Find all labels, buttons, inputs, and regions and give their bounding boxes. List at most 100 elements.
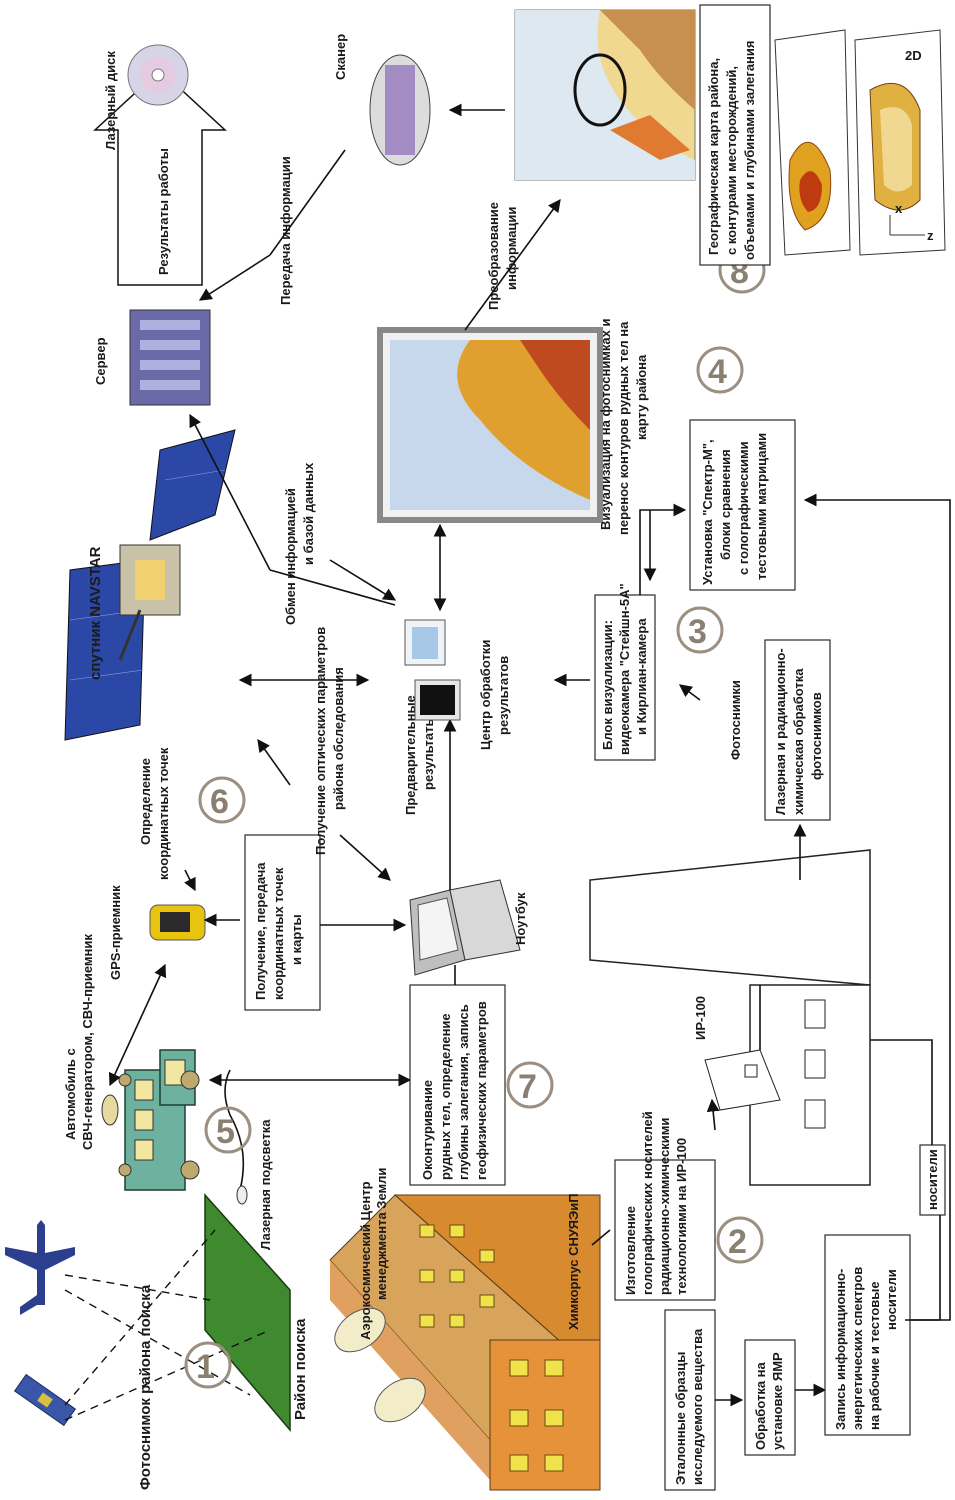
search-area-label: Район поиска [292,1318,309,1420]
spektr-line4: тестовыми матрицами [754,433,769,580]
geo-map-box [699,4,771,266]
write-spectra-box [824,1234,911,1436]
laser-line2: химическая обработка [791,668,806,815]
notebook-icon [409,879,521,976]
ore-body-illustration: 2D x z [774,29,946,256]
photos-label: Фотоснимки [728,680,743,760]
carriers-box [919,1144,946,1216]
ymr-line2: установке ЯМР [770,1352,785,1450]
visual-line3: и Кирлиан-камера [634,618,649,735]
geo-line3: объемами и глубинами залегания [742,41,757,260]
reference-line1: Эталонные образцы [673,1352,688,1485]
scanner-label: Сканер [333,34,348,80]
transform-info-line2: информации [504,207,519,290]
server-icon [129,309,211,406]
ir100-label: ИР-100 [693,996,708,1040]
step-6-number: 6 [210,783,229,821]
step-1-number: 1 [196,1348,215,1386]
results-label: Результаты работы [156,148,171,275]
small-satellite-icon [13,1373,77,1427]
geo-line1: Географическая карта района, [706,58,721,255]
axis-z-label: z [927,228,934,243]
step-5-number: 5 [216,1113,235,1151]
search-area-plot [204,1193,291,1433]
coord-define-line2: координатных точек [156,747,171,880]
write-line2: энергетических спектров [850,1267,865,1430]
aerospace-center-group: Аэрокосмический Центр менеджмента Земли … [329,1168,611,1491]
contouring-line4: геофизических параметров [474,1001,489,1180]
notebook-label: Ноутбук [513,892,528,945]
step-3-circle [676,606,724,654]
laser-line1: Лазерная и радиационно- [773,648,788,815]
laser-disk-label: Лазерный диск [103,51,118,150]
spektr-line2: блоки сравнения [718,449,733,560]
search-area-group: Район поиска 1 Фотоснимок района поиска … [5,1069,309,1490]
contouring-group: Оконтуривание рудных тел, определение гл… [409,984,554,1186]
coord-line2: координатных точек [271,867,286,1000]
contouring-box [409,984,506,1186]
processing-center-line2: результатов [496,656,511,735]
contouring-line1: Оконтуривание [420,1080,435,1180]
holo-line1: Изготовление [623,1206,638,1295]
step-5-circle [204,1106,252,1154]
visual-block-box [594,594,656,761]
results-arrow: Результаты работы [93,68,227,286]
coord-define-line1: Определение [138,758,153,845]
optical-params-line2: района обследования [331,667,346,810]
satellite-group: 6 Определение координатных точек спутник… [64,429,391,892]
coord-line3: и карты [289,914,304,965]
contouring-line2: рудных тел, определение [438,1013,453,1180]
step-7-circle [506,1061,554,1109]
step-6-circle [198,776,246,824]
step-1-circle [184,1341,232,1389]
reference-samples-box [664,1309,716,1491]
exchange-line1: Обмен информацией [283,488,298,625]
write-line3: на рабочие и тестовые [867,1281,882,1430]
holographic-carriers-group: Изготовление голографических носителей р… [614,1098,764,1301]
dish-antennas-icon [334,1307,426,1423]
exchange-line2: и базой данных [301,462,316,565]
laser-light-label: Лазерная подсветка [258,1119,273,1250]
gps-group: GPS-приемник Получение, передача координ… [108,834,528,1087]
visualization-line1: Визуализация на фотоснимках и [598,318,613,530]
spektr-box [689,419,796,591]
photo-search-area-label: Фотоснимок района поиска [137,1284,154,1490]
contouring-line3: глубины залегания, запись [456,1004,471,1180]
coord-line1: Получение, передача [253,862,268,1000]
step-4-number: 4 [708,353,727,391]
transform-info-line1: Преобразование [486,202,501,310]
step-4-circle [696,346,744,394]
label-2d: 2D [905,48,922,63]
holo-line4: технологиями на ИР-100 [674,1138,689,1295]
satellite-label: спутник NAVSTAR [87,546,104,680]
holo-line2: голографических носителей [640,1111,655,1295]
step-7-number: 7 [518,1068,537,1106]
transfer-info-label: Передача информации [278,156,293,305]
computer-icon [404,619,461,721]
coord-transfer-box [244,834,321,1011]
laser-disk-icon [127,44,189,106]
laser-line3: фотоснимков [809,692,824,780]
processing-center-line1: Центр обработки [478,640,493,750]
car-label-line1: Автомобиль с [63,1048,78,1140]
carriers-label: носители [925,1149,940,1210]
map-display-group: Обмен информацией и базой данных Визуали… [189,318,744,625]
holo-line3: радиационно-химическими [657,1118,672,1295]
geo-map-group: Преобразование информации 8 Географическ… [464,4,946,331]
geo-line2: с контурами месторождений, [724,66,739,255]
aerospace-center-label-line1: Аэрокосмический Центр [358,1181,373,1340]
spektr-line1: Установка "Спектр-М", [700,439,715,585]
airplane-icon [5,1220,75,1315]
visual-line1: Блок визуализации: [600,620,615,750]
spektr-line3: с голографическими [736,441,751,575]
reference-group: Эталонные образцы исследуемого вещества … [664,493,951,1491]
optical-params-line1: Получение оптических параметров [313,627,328,855]
processing-center-group: Предварительные результаты Центр обработ… [403,419,831,890]
preliminary-line2: результаты [421,715,436,790]
aerospace-center-label-line2: менеджмента Земли [374,1168,389,1300]
server-label: Сервер [93,337,108,385]
holo-carriers-box [614,1159,716,1301]
scanner-icon [369,54,431,166]
himkorpus-label: Химкорпус СНУЯЭиП [566,1193,581,1330]
